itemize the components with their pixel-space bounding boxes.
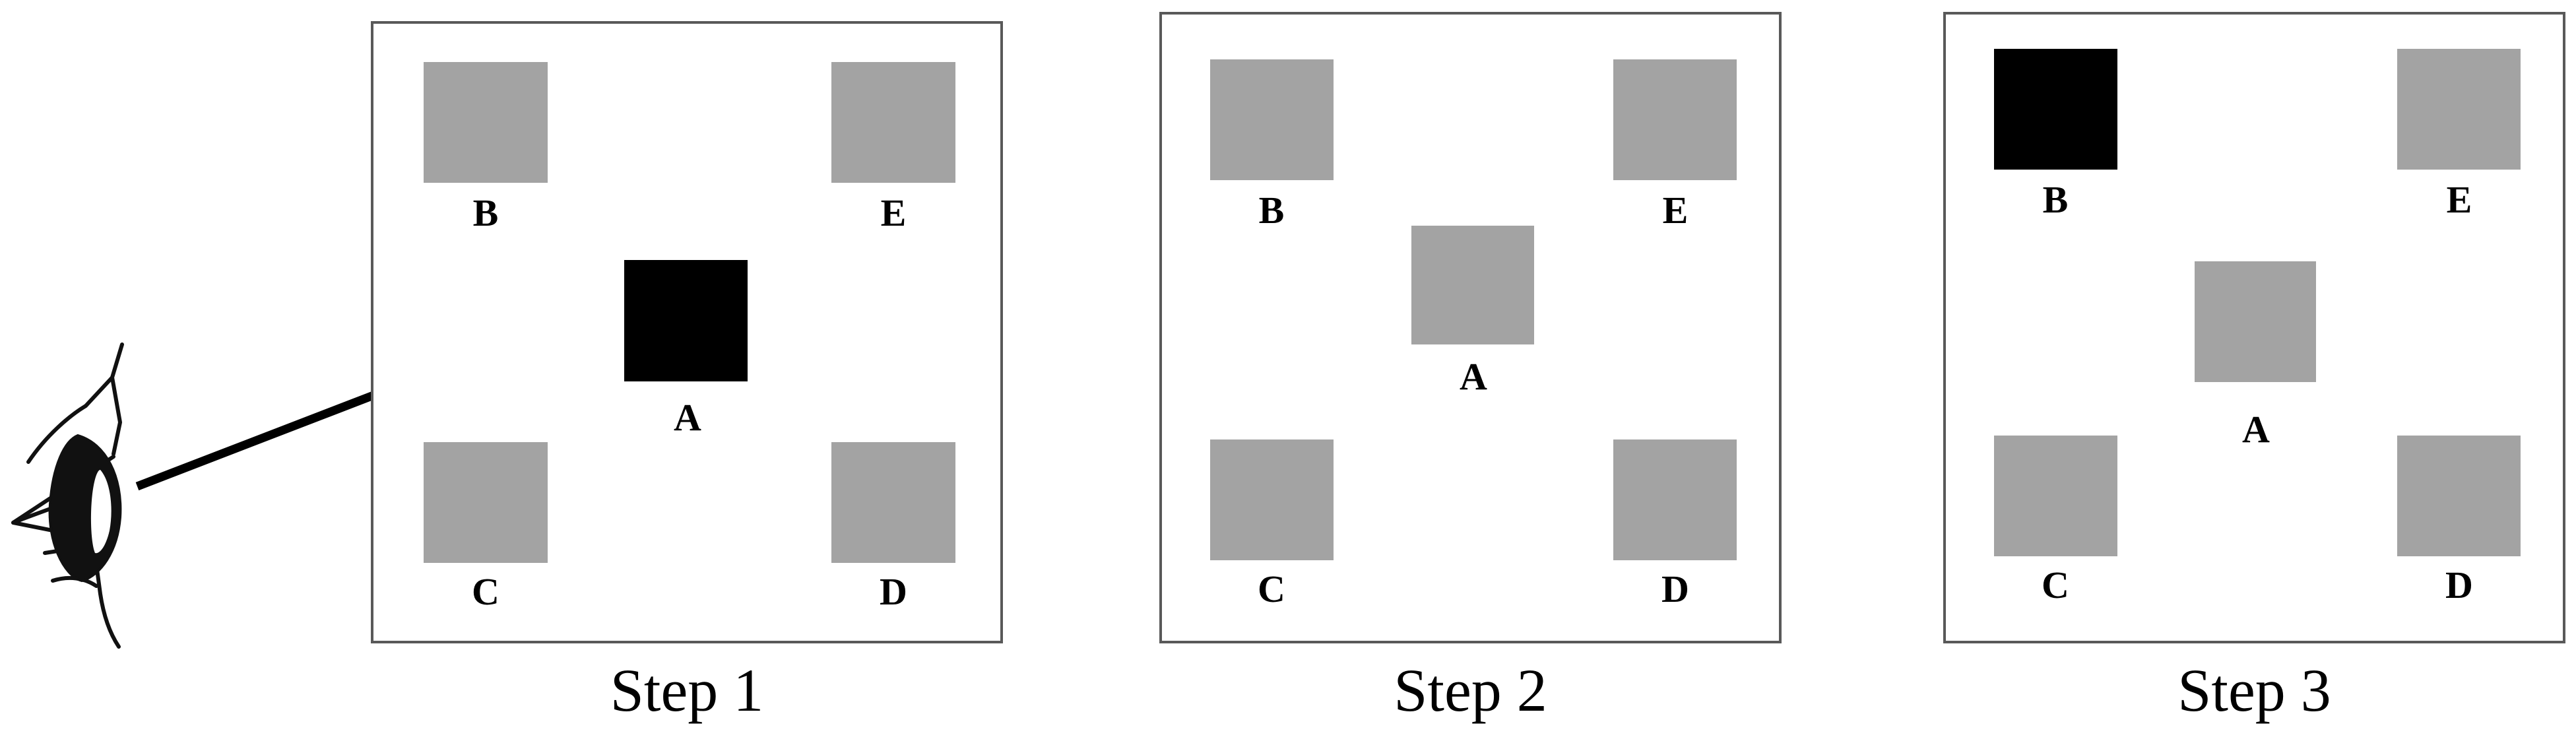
square-A[interactable]: [2195, 261, 2316, 382]
panel-step3: B E A C D: [1943, 12, 2565, 643]
square-label-A: A: [1460, 355, 1487, 398]
square-label-B: B: [2042, 178, 2069, 221]
square-C[interactable]: [424, 442, 548, 563]
square-B[interactable]: [1994, 49, 2117, 170]
square-label-B: B: [1258, 189, 1285, 232]
square-A[interactable]: [1411, 226, 1534, 344]
square-C[interactable]: [1994, 436, 2117, 556]
square-E[interactable]: [1613, 59, 1737, 180]
square-A[interactable]: [624, 260, 748, 381]
square-label-B: B: [472, 191, 499, 234]
square-label-D: D: [2445, 564, 2473, 606]
square-label-C: C: [472, 570, 499, 613]
square-D[interactable]: [831, 442, 955, 563]
square-label-E: E: [1662, 189, 1689, 232]
panel-step1: B E A C D: [371, 21, 1003, 643]
square-label-D: D: [1661, 568, 1689, 610]
square-label-C: C: [2042, 564, 2069, 606]
square-D[interactable]: [2397, 436, 2521, 556]
panel-caption-step3: Step 3: [2177, 657, 2331, 724]
panel-caption-step1: Step 1: [610, 657, 764, 724]
panel-step2: B E A C D: [1159, 12, 1782, 643]
square-label-C: C: [1258, 568, 1285, 610]
panel-caption-step2: Step 2: [1394, 657, 1547, 724]
square-B[interactable]: [1210, 59, 1334, 180]
square-E[interactable]: [2397, 49, 2521, 170]
square-label-E: E: [880, 191, 907, 234]
square-E[interactable]: [831, 62, 955, 183]
square-D[interactable]: [1613, 439, 1737, 560]
square-B[interactable]: [424, 62, 548, 183]
square-C[interactable]: [1210, 439, 1334, 560]
square-label-A: A: [2242, 408, 2270, 451]
square-label-E: E: [2446, 178, 2472, 221]
square-label-A: A: [674, 396, 701, 439]
square-label-D: D: [880, 570, 907, 613]
eye-pupil-highlight: [90, 470, 112, 554]
